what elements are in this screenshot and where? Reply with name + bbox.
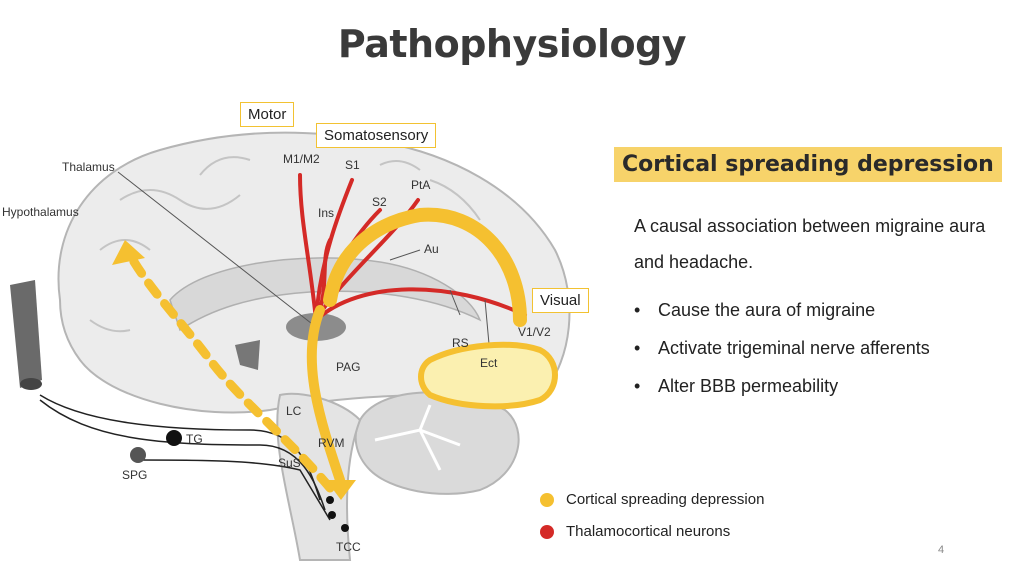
- label-hypothalamus: Hypothalamus: [2, 205, 79, 219]
- brain-illustration: [10, 131, 571, 561]
- page-number: 4: [938, 544, 945, 556]
- csd-blob: [418, 341, 558, 410]
- bullet-list: Cause the aura of migraine Activate trig…: [634, 296, 930, 410]
- label-s1: S1: [345, 158, 360, 172]
- bullet-item: Cause the aura of migraine: [634, 296, 930, 334]
- label-pag: PAG: [336, 360, 361, 374]
- label-m1m2: M1/M2: [283, 152, 320, 166]
- legend-dot-yellow: [540, 493, 554, 507]
- label-s2: S2: [372, 195, 387, 209]
- label-ect: Ect: [480, 356, 498, 370]
- brain-diagram: Thalamus Hypothalamus M1/M2 S1 S2 Ins Pt…: [0, 90, 610, 576]
- legend-label: Cortical spreading depression: [566, 491, 765, 508]
- vessel: [10, 280, 42, 388]
- tg-node: [166, 430, 182, 446]
- label-au: Au: [424, 242, 439, 256]
- box-motor: Motor: [240, 102, 295, 127]
- bullet-item: Activate trigeminal nerve afferents: [634, 334, 930, 372]
- slide-title: Pathophysiology: [337, 22, 687, 66]
- bullet-item: Alter BBB permeability: [634, 372, 930, 410]
- label-lc: LC: [286, 404, 302, 418]
- legend-dot-red: [540, 525, 554, 539]
- cerebellum-branches: [374, 404, 461, 471]
- csd-arrow-down: [326, 480, 356, 500]
- spg-node: [130, 447, 146, 463]
- corpus-callosum: [169, 257, 482, 332]
- label-spg: SPG: [122, 468, 148, 482]
- description: A causal association between migraine au…: [634, 216, 986, 272]
- label-pta: PtA: [411, 178, 431, 192]
- csd-arrow-up: [112, 240, 145, 265]
- label-rvm: RVM: [318, 436, 345, 450]
- label-tcc: TCC: [336, 540, 361, 554]
- csd-arc: [323, 207, 527, 327]
- legend-label: Thalamocortical neurons: [566, 523, 731, 540]
- section-heading: Cortical spreading depression: [614, 147, 1002, 182]
- hypothalamus-shape: [235, 340, 260, 370]
- label-thalamus: Thalamus: [62, 160, 115, 174]
- label-v1v2: V1/V2: [518, 325, 551, 339]
- box-visual: Visual: [532, 288, 589, 313]
- csd-dashed-up: [125, 250, 335, 493]
- csd-descending: [306, 305, 345, 485]
- label-sus: SuS: [278, 456, 301, 470]
- label-ins: Ins: [318, 206, 335, 220]
- box-somatosensory: Somatosensory: [316, 123, 437, 148]
- label-tg: TG: [186, 432, 203, 446]
- label-rs: RS: [452, 336, 469, 350]
